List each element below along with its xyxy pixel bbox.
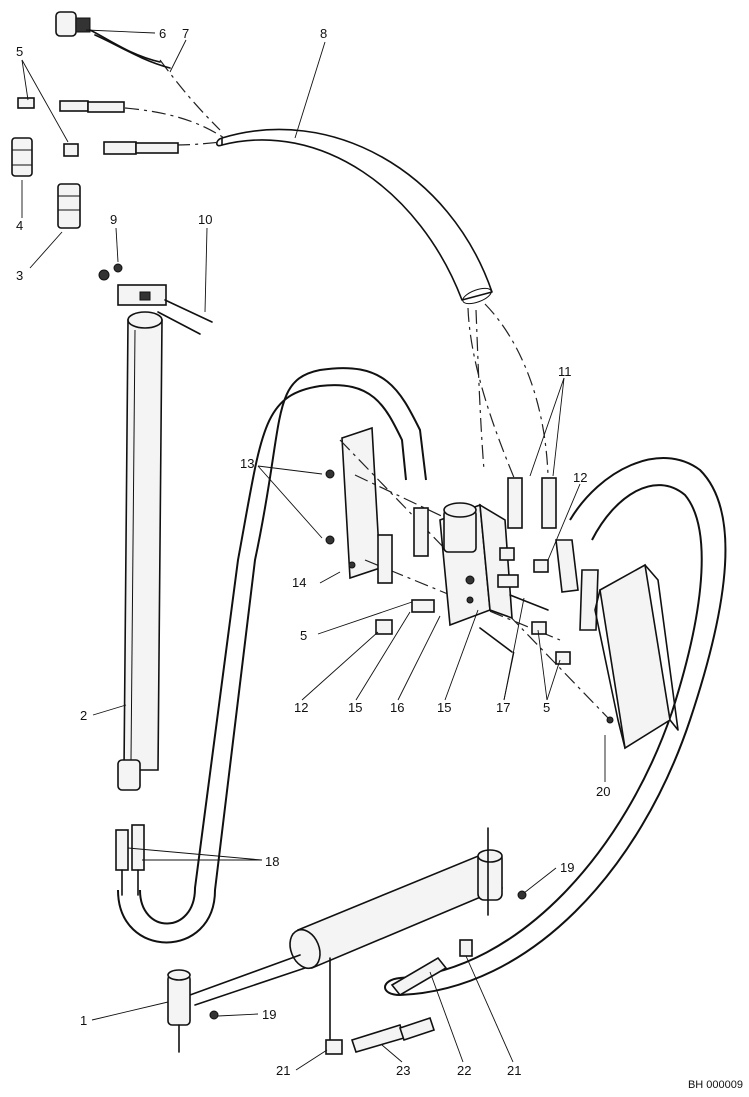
callout-4: 4 bbox=[16, 218, 23, 233]
hose-bundle-sleeve bbox=[215, 128, 493, 305]
callout-21-right: 21 bbox=[507, 1063, 521, 1078]
bracket-guard bbox=[594, 563, 679, 750]
callout-8: 8 bbox=[320, 26, 327, 41]
callout-12-bottom: 12 bbox=[294, 700, 308, 715]
left-loop-hose-inner bbox=[139, 384, 407, 925]
hose-ends-11 bbox=[377, 477, 599, 631]
drawing-reference-code: BH 000009 bbox=[687, 1079, 743, 1091]
callout-10: 10 bbox=[198, 212, 212, 227]
callout-labels: 6 7 8 5 4 3 9 10 11 13 12 14 5 12 15 16 … bbox=[16, 26, 610, 1078]
callout-5-top: 5 bbox=[16, 44, 23, 59]
left-loop-hose-outer bbox=[117, 367, 427, 944]
callout-3: 3 bbox=[16, 268, 23, 283]
hose-dashed-b bbox=[175, 141, 223, 146]
callout-7: 7 bbox=[182, 26, 189, 41]
callout-11: 11 bbox=[558, 364, 572, 379]
callout-15-right: 15 bbox=[437, 700, 451, 715]
callout-18: 18 bbox=[265, 854, 279, 869]
callout-15-left: 15 bbox=[348, 700, 362, 715]
callout-21-left: 21 bbox=[276, 1063, 290, 1078]
alignment-line-3 bbox=[364, 559, 561, 641]
callout-19-left: 19 bbox=[262, 1007, 276, 1022]
electrical-connector bbox=[55, 11, 171, 69]
lower-fittings bbox=[325, 939, 473, 1055]
callout-9: 9 bbox=[110, 212, 117, 227]
callout-23: 23 bbox=[396, 1063, 410, 1078]
callout-22: 22 bbox=[457, 1063, 471, 1078]
coupler-lower bbox=[57, 141, 179, 229]
callout-2: 2 bbox=[80, 708, 87, 723]
hose-end bbox=[384, 977, 401, 996]
mounting-plate bbox=[325, 426, 381, 580]
callout-5-right: 5 bbox=[543, 700, 550, 715]
alignment-line-2 bbox=[354, 474, 451, 521]
callout-19-right: 19 bbox=[560, 860, 574, 875]
hose-to-valve-a bbox=[467, 307, 516, 481]
callout-14: 14 bbox=[292, 575, 306, 590]
cable-dashed bbox=[159, 59, 221, 131]
callout-1: 1 bbox=[80, 1013, 87, 1028]
hose-dashed-a bbox=[124, 107, 225, 139]
callout-20: 20 bbox=[596, 784, 610, 799]
callout-13: 13 bbox=[240, 456, 254, 471]
callout-17: 17 bbox=[496, 700, 510, 715]
hose-to-valve-b bbox=[484, 303, 549, 476]
right-loop-hose-outer bbox=[399, 457, 727, 996]
callout-5-mid: 5 bbox=[300, 628, 307, 643]
mounting-bolts bbox=[98, 263, 213, 335]
vertical-cylinder bbox=[117, 284, 167, 791]
hose-fittings-18 bbox=[115, 824, 145, 896]
coupler-upper bbox=[11, 97, 125, 177]
horizontal-cylinder bbox=[167, 827, 527, 1053]
cable-to-valve bbox=[475, 309, 485, 471]
right-loop-hose-inner bbox=[399, 484, 703, 979]
callout-16: 16 bbox=[390, 700, 404, 715]
leader-lines bbox=[21, 29, 606, 1071]
valve-block bbox=[439, 502, 513, 627]
callout-6: 6 bbox=[159, 26, 166, 41]
callout-12-right: 12 bbox=[573, 470, 587, 485]
